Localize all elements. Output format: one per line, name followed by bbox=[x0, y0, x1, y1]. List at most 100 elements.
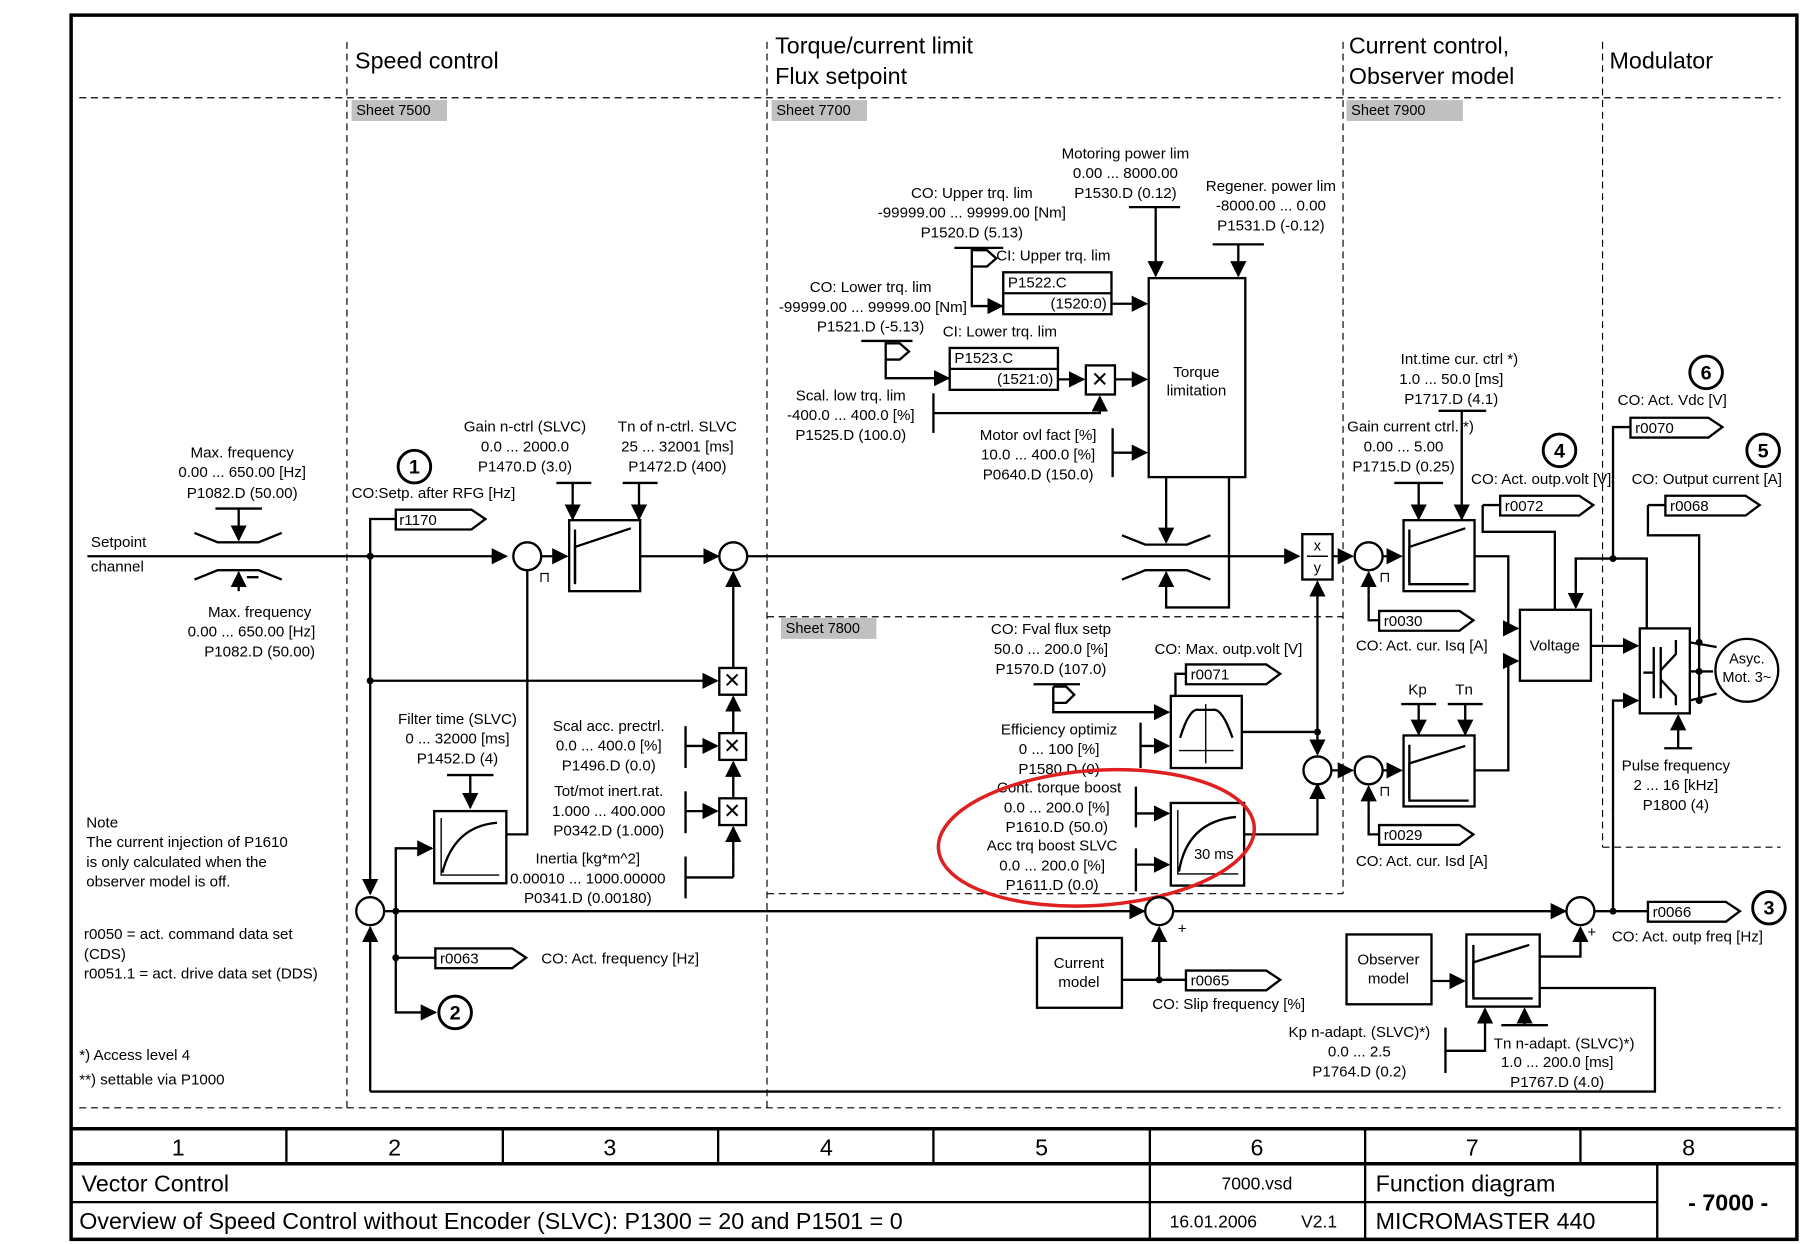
svg-text:r1170: r1170 bbox=[399, 512, 437, 529]
multiplier-3: ✕ bbox=[718, 797, 748, 827]
svg-text:Note: Note bbox=[86, 814, 118, 831]
svg-text:P1580.D (0): P1580.D (0) bbox=[1018, 761, 1099, 778]
svg-text:1: 1 bbox=[409, 457, 420, 479]
ci-upper-input-box[interactable]: P1522.C (1520:0) bbox=[1002, 271, 1113, 316]
svg-text:P1800 (4): P1800 (4) bbox=[1643, 797, 1709, 814]
summing-junction-speed bbox=[512, 541, 543, 572]
max-freq-bottom-param: Max. frequency 0.00 ... 650.00 [Hz] P108… bbox=[188, 604, 316, 661]
sheet-tag-7800[interactable]: Sheet 7800 bbox=[780, 617, 877, 639]
svg-text:25 ... 32001 [ms]: 25 ... 32001 [ms] bbox=[621, 439, 734, 456]
connector-r0066[interactable]: r0066 bbox=[1646, 900, 1742, 923]
co-setp-after-rfg-label: CO:Setp. after RFG [Hz] bbox=[352, 485, 516, 502]
connector-r0030[interactable]: r0030 bbox=[1367, 595, 1476, 632]
sheet-tag-7700[interactable]: Sheet 7700 bbox=[771, 100, 868, 122]
svg-text:r0072: r0072 bbox=[1505, 498, 1544, 515]
svg-text:0.00 ... 5.00: 0.00 ... 5.00 bbox=[1364, 439, 1444, 456]
act-frequency-label: CO: Act. frequency [Hz] bbox=[541, 951, 699, 968]
svg-text:6: 6 bbox=[1701, 362, 1712, 384]
act-cur-isd-label: CO: Act. cur. Isd [A] bbox=[1356, 853, 1488, 870]
svg-text:The current injection of P1610: The current injection of P1610 bbox=[86, 834, 288, 851]
svg-text:1.000 ... 400.000: 1.000 ... 400.000 bbox=[552, 803, 665, 820]
svg-text:-99999.00 ... 99999.00 [Nm]: -99999.00 ... 99999.00 [Nm] bbox=[878, 205, 1066, 222]
highlight-ellipse bbox=[936, 767, 1257, 908]
marker-4: 4 bbox=[1541, 432, 1578, 469]
svg-text:**) settable via P1000: **) settable via P1000 bbox=[79, 1072, 224, 1089]
pi-controller-isd-block bbox=[1402, 734, 1476, 808]
svg-text:Cont. torque boost: Cont. torque boost bbox=[997, 779, 1122, 796]
act-outp-freq-label: CO: Act. outp freq [Hz] bbox=[1612, 928, 1763, 945]
svg-text:Scal acc. prectrl.: Scal acc. prectrl. bbox=[553, 718, 665, 735]
svg-text:P1531.D (-0.12): P1531.D (-0.12) bbox=[1217, 217, 1325, 234]
sheet-tag-7500[interactable]: Sheet 7500 bbox=[351, 100, 447, 122]
section-current-control: Current control, bbox=[1349, 33, 1509, 59]
connector-r0029[interactable]: r0029 bbox=[1367, 811, 1476, 847]
svg-text:(1520:0): (1520:0) bbox=[1051, 295, 1107, 312]
svg-text:P1764.D (0.2): P1764.D (0.2) bbox=[1312, 1063, 1406, 1080]
svg-text:0.0 ... 200.0 [%]: 0.0 ... 200.0 [%] bbox=[999, 857, 1105, 874]
pulse-freq-param: Pulse frequency 2 ... 16 [kHz] P1800 (4) bbox=[1622, 757, 1731, 814]
svg-text:P1521.D (-5.13): P1521.D (-5.13) bbox=[817, 319, 925, 336]
connector-r0065[interactable]: r0065 bbox=[1184, 969, 1283, 992]
svg-text:r0029: r0029 bbox=[1384, 827, 1423, 844]
scal-acc-param: Scal acc. prectrl. 0.0 ... 400.0 [%] P14… bbox=[553, 718, 665, 775]
svg-text:P1767.D (4.0): P1767.D (4.0) bbox=[1510, 1074, 1604, 1091]
torque-limitation-block: Torque limitation bbox=[1147, 276, 1247, 479]
svg-text:P1082.D (50.00): P1082.D (50.00) bbox=[204, 643, 315, 660]
svg-text:5: 5 bbox=[1035, 1135, 1048, 1161]
svg-text:0 ... 32000 [ms]: 0 ... 32000 [ms] bbox=[405, 731, 509, 748]
voltage-block: Voltage bbox=[1518, 608, 1593, 682]
svg-text:x: x bbox=[1314, 538, 1322, 554]
svg-text:0.00 ... 650.00 [Hz]: 0.00 ... 650.00 [Hz] bbox=[188, 624, 316, 641]
svg-text:2 ... 16 [kHz]: 2 ... 16 [kHz] bbox=[1633, 777, 1718, 794]
tot-mot-param: Tot/mot inert.rat. 1.000 ... 400.000 P03… bbox=[552, 783, 665, 840]
svg-text:r0070: r0070 bbox=[1635, 420, 1674, 437]
svg-text:P1570.D (107.0): P1570.D (107.0) bbox=[996, 661, 1107, 678]
connector-r0063[interactable]: r0063 bbox=[394, 911, 529, 970]
summing-junction-isd bbox=[1353, 755, 1384, 786]
connector-r0072[interactable]: r0072 bbox=[1482, 494, 1596, 517]
slip-frequency-label: CO: Slip frequency [%] bbox=[1152, 996, 1305, 1013]
svg-text:0 ... 100 [%]: 0 ... 100 [%] bbox=[1019, 741, 1100, 758]
svg-text:P1522.C: P1522.C bbox=[1008, 274, 1067, 291]
current-model-block: Current model bbox=[1035, 936, 1124, 1009]
summing-sign: ⊓ bbox=[1379, 570, 1390, 586]
summing-junction-isq bbox=[1353, 541, 1384, 572]
svg-text:-400.0 ... 400.0 [%]: -400.0 ... 400.0 [%] bbox=[787, 407, 915, 424]
svg-text:0.0 ... 2.5: 0.0 ... 2.5 bbox=[1328, 1044, 1391, 1061]
pi-nadapt-block bbox=[1465, 933, 1541, 1008]
title-block bbox=[71, 1127, 1797, 1240]
summing-junction-torque bbox=[718, 541, 749, 572]
svg-text:P1452.D (4): P1452.D (4) bbox=[417, 750, 498, 767]
connector-r0070[interactable]: r0070 bbox=[1611, 416, 1725, 559]
svg-text:r0065: r0065 bbox=[1191, 973, 1230, 990]
svg-text:r0071: r0071 bbox=[1191, 667, 1230, 684]
torque-limiter-icon bbox=[1121, 534, 1211, 581]
svg-text:2: 2 bbox=[388, 1135, 401, 1161]
act-outp-volt-label: CO: Act. outp.volt [V] bbox=[1471, 471, 1611, 488]
svg-text:✕: ✕ bbox=[1091, 368, 1109, 391]
svg-text:P1496.D (0.0): P1496.D (0.0) bbox=[562, 757, 656, 774]
summing-junction-outp-freq bbox=[1565, 896, 1596, 927]
svg-text:Observer: Observer bbox=[1357, 952, 1419, 969]
ci-upper-label: CI: Upper trq. lim bbox=[996, 248, 1110, 265]
svg-text:10.0 ... 400.0 [%]: 10.0 ... 400.0 [%] bbox=[981, 447, 1095, 464]
connector-r0071[interactable]: r0071 bbox=[1174, 663, 1283, 696]
marker-5: 5 bbox=[1745, 432, 1781, 469]
svg-text:1.0 ... 200.0 [ms]: 1.0 ... 200.0 [ms] bbox=[1501, 1054, 1614, 1071]
svg-text:Tot/mot inert.rat.: Tot/mot inert.rat. bbox=[554, 783, 663, 800]
svg-text:model: model bbox=[1058, 974, 1099, 991]
max-outp-volt-label: CO: Max. outp.volt [V] bbox=[1155, 641, 1303, 658]
connector-r1170[interactable]: r1170 bbox=[369, 508, 488, 557]
ci-lower-input-box[interactable]: P1523.C (1521:0) bbox=[948, 346, 1060, 392]
svg-text:1.0 ... 50.0 [ms]: 1.0 ... 50.0 [ms] bbox=[1399, 371, 1503, 388]
svg-text:Asyc.: Asyc. bbox=[1729, 651, 1765, 667]
svg-text:3: 3 bbox=[1763, 898, 1774, 920]
connector-r0068[interactable]: r0068 bbox=[1647, 494, 1762, 517]
svg-text:observer model is off.: observer model is off. bbox=[86, 874, 230, 891]
pi-controller-isq-block bbox=[1402, 519, 1476, 593]
section-modulator: Modulator bbox=[1610, 48, 1714, 74]
svg-text:Torque: Torque bbox=[1173, 364, 1219, 381]
sheet-tag-7900[interactable]: Sheet 7900 bbox=[1346, 100, 1463, 122]
svg-text:Kp n-adapt. (SLVC)*): Kp n-adapt. (SLVC)*) bbox=[1289, 1024, 1431, 1041]
svg-text:y: y bbox=[1314, 561, 1322, 577]
